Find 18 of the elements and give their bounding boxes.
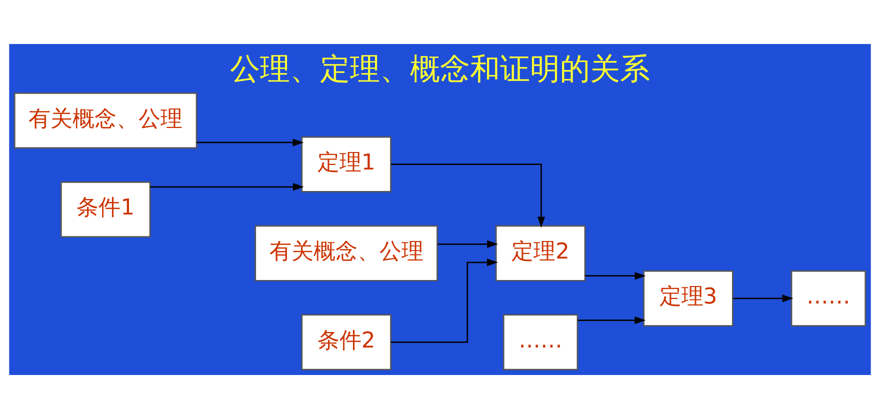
diagram-title: 公理、定理、概念和证明的关系 — [230, 52, 650, 88]
node-box: 定理3 — [643, 270, 734, 326]
node-box: …… — [502, 314, 578, 370]
arrow — [196, 138, 304, 146]
arrow — [733, 294, 794, 302]
arrow — [150, 183, 304, 191]
node-box: 条件2 — [301, 314, 392, 370]
node-box: 有关概念、公理 — [14, 92, 198, 149]
arrow — [585, 272, 646, 280]
node-box: …… — [790, 270, 866, 326]
node-box: 定理1 — [301, 136, 392, 192]
node-box: 条件1 — [60, 181, 151, 238]
arrow — [438, 240, 498, 248]
arrow — [578, 316, 646, 324]
node-box: 有关概念、公理 — [254, 225, 438, 282]
arrow — [391, 164, 546, 228]
arrow — [391, 258, 498, 343]
node-box: 定理2 — [495, 225, 586, 282]
